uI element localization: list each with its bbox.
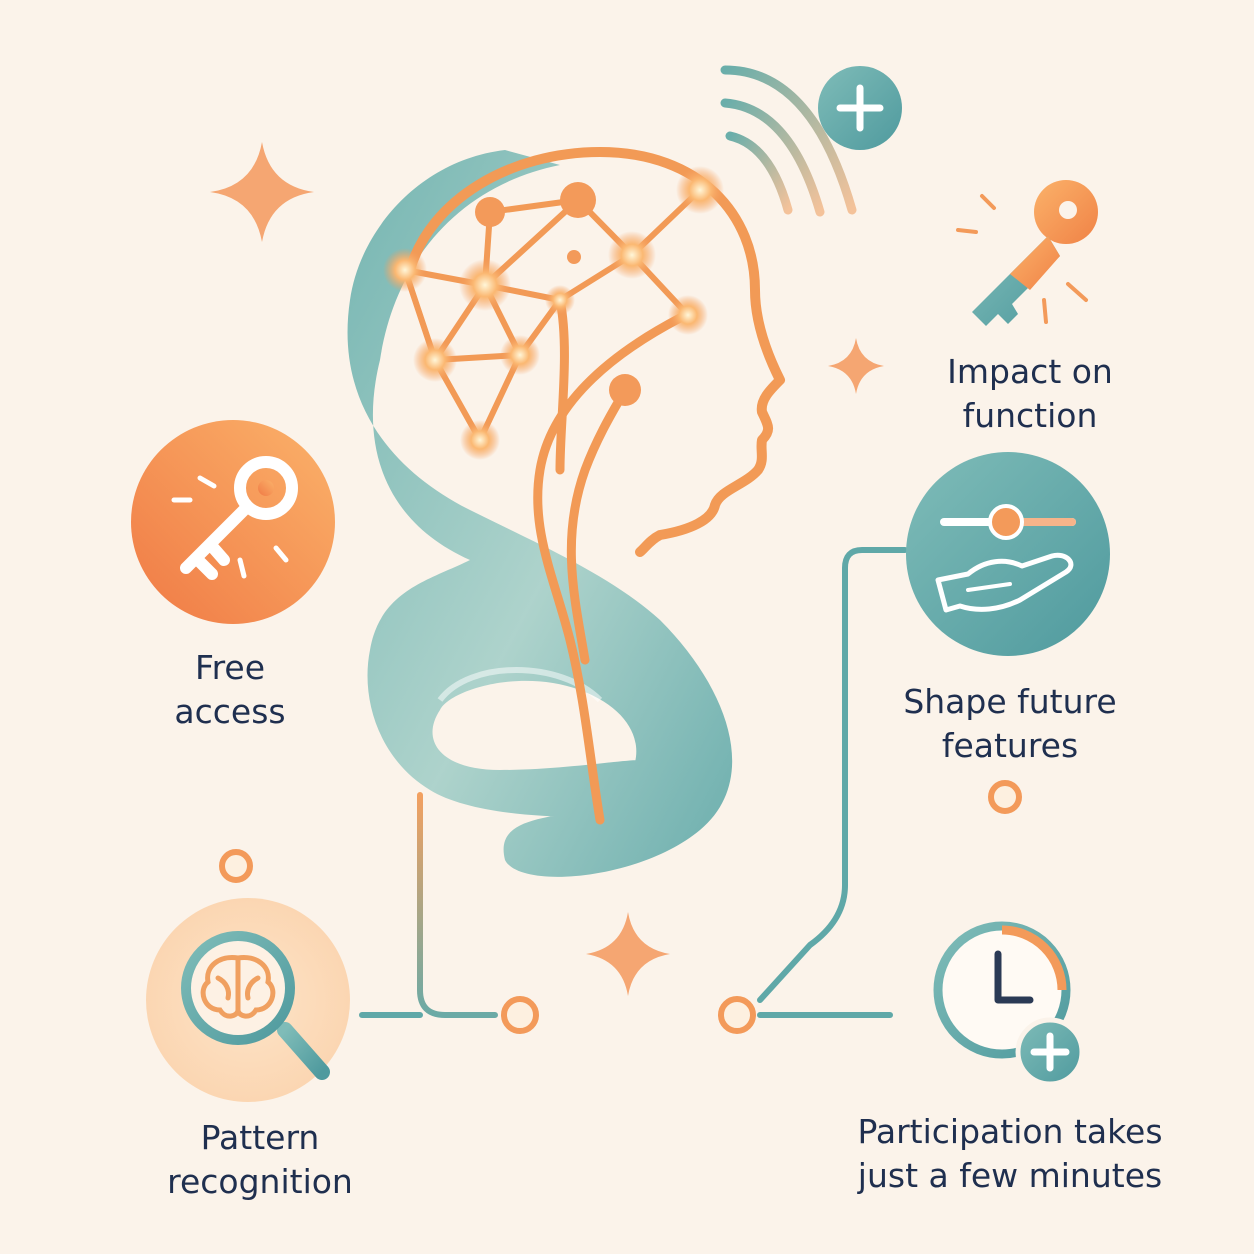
- connector-nodes: [219, 780, 1022, 1034]
- free-access-badge: [131, 420, 335, 624]
- pattern-recognition-label-line-1: Pattern: [200, 1118, 320, 1157]
- shape-future-features-badge: [906, 452, 1110, 656]
- participation-time-label: Participation takes just a few minutes: [820, 1110, 1200, 1198]
- neural-network-icon: [383, 166, 724, 460]
- impact-on-function-label: Impact on function: [890, 350, 1170, 438]
- shape-future-features-label: Shape future features: [870, 680, 1150, 768]
- clock-plus-icon: [933, 921, 1085, 1087]
- head-profile-icon: [405, 147, 785, 557]
- participation-time-label-line-1: Participation takes: [857, 1112, 1163, 1151]
- participation-time-badge: [933, 921, 1085, 1087]
- shape-future-features-label-line-2: features: [941, 726, 1079, 765]
- sparkle-icon: [586, 912, 670, 996]
- free-access-label-line-1: Free: [194, 648, 266, 687]
- plus-badge-icon: [818, 66, 902, 150]
- signal-waves-icon: [720, 65, 857, 217]
- participation-time-label-line-2: just a few minutes: [857, 1156, 1163, 1195]
- slider-hand-icon: [935, 504, 1076, 613]
- impact-on-function-label-line-2: function: [962, 396, 1098, 435]
- pattern-recognition-badge: [146, 898, 350, 1102]
- pattern-recognition-label: Pattern recognition: [120, 1116, 400, 1204]
- sparkle-icon: [828, 338, 884, 394]
- impact-on-function-badge: [956, 180, 1098, 326]
- shape-future-features-label-line-1: Shape future: [903, 682, 1117, 721]
- free-access-label-line-2: access: [174, 692, 286, 731]
- connector-lines: [233, 547, 1008, 1018]
- sparkle-icon: [210, 142, 314, 242]
- neural-stem-lines: [533, 295, 685, 825]
- impact-on-function-label-line-1: Impact on: [947, 352, 1113, 391]
- key-icon: [180, 456, 298, 580]
- free-access-label: Free access: [110, 646, 350, 734]
- pattern-recognition-label-line-2: recognition: [167, 1162, 353, 1201]
- key-icon: [972, 180, 1098, 326]
- brain-magnifier-icon: [181, 931, 330, 1080]
